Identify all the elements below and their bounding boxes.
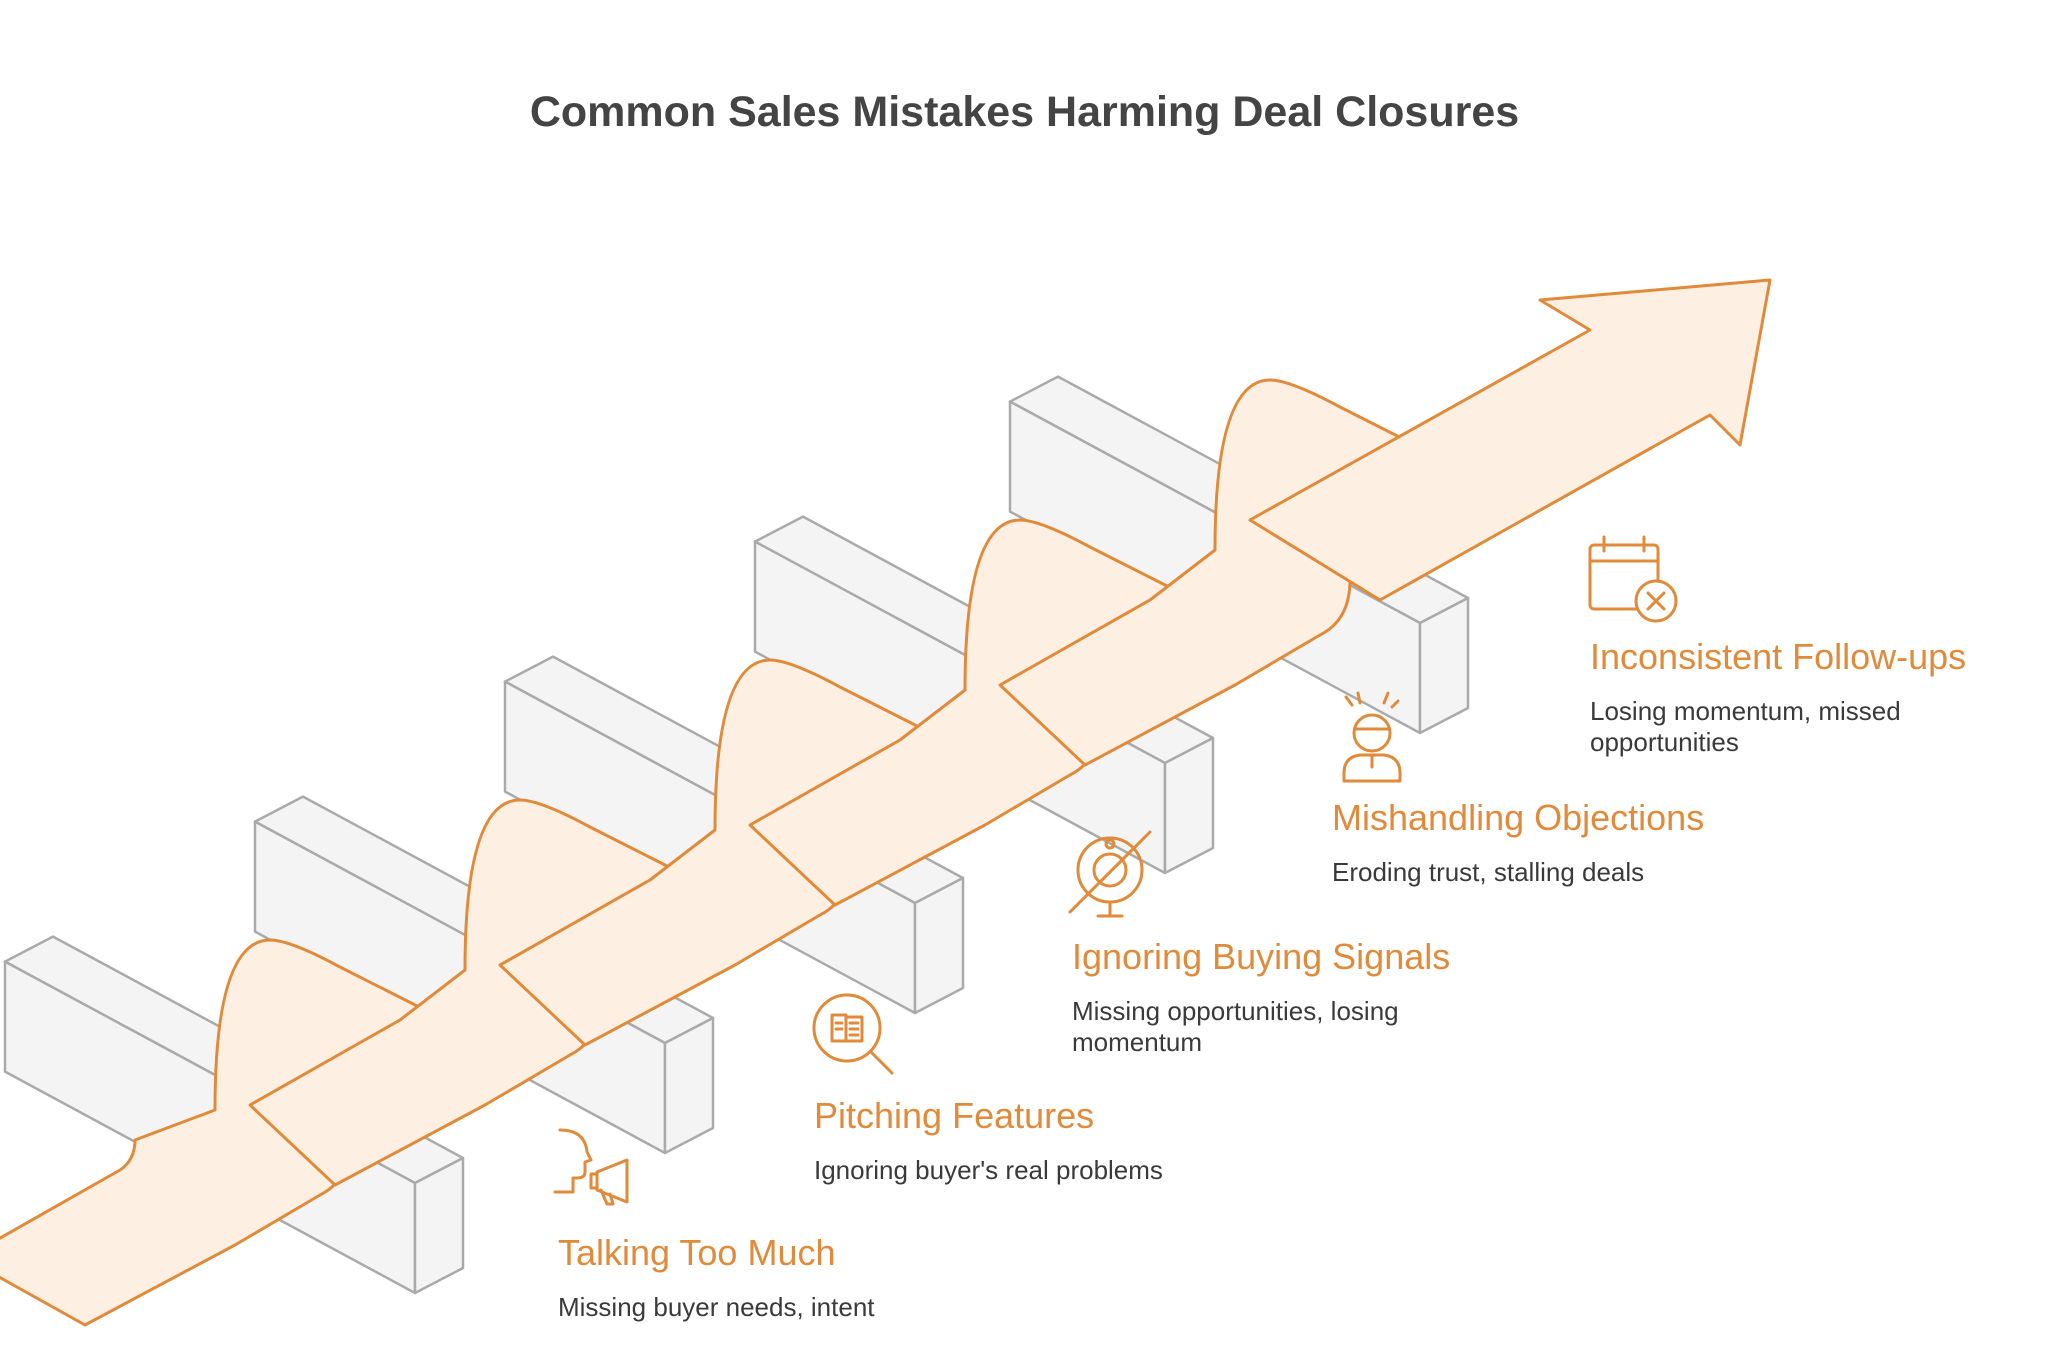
step-block-end: [1163, 736, 1215, 875]
speaking-megaphone-icon: [553, 1128, 629, 1206]
item-title: Mishandling Objections: [1332, 797, 1705, 838]
step-block-end: [413, 1156, 465, 1295]
page-title: Common Sales Mistakes Harming Deal Closu…: [529, 88, 1520, 136]
document-magnifier-icon: [812, 993, 894, 1075]
arrow-head: [1248, 278, 1772, 602]
step-block-end: [1418, 596, 1470, 735]
item-description: Eroding trust, stalling deals: [1332, 857, 1645, 887]
item-inconsistent-follow-ups: Inconsistent Follow-ups Losing momentum,…: [1590, 636, 1970, 758]
calendar-cancel-icon: [1588, 535, 1678, 623]
item-ignoring-buying-signals: Ignoring Buying Signals Missing opportun…: [1072, 936, 1450, 1058]
item-pitching-features: Pitching Features Ignoring buyer's real …: [814, 1095, 1234, 1186]
step-block-end: [663, 1016, 715, 1155]
item-title: Pitching Features: [814, 1095, 1095, 1136]
item-description: Missing opportunities, losing momentum: [1072, 996, 1399, 1058]
item-description: Missing buyer needs, intent: [558, 1292, 875, 1322]
item-mishandling-objections: Mishandling Objections Eroding trust, st…: [1332, 797, 1712, 888]
frustrated-person-icon: [1342, 691, 1402, 783]
item-talking-too-much: Talking Too Much Missing buyer needs, in…: [558, 1232, 958, 1323]
item-title: Inconsistent Follow-ups: [1590, 636, 1967, 677]
item-description: Ignoring buyer's real problems: [814, 1155, 1163, 1185]
item-title: Ignoring Buying Signals: [1072, 936, 1451, 977]
item-title: Talking Too Much: [558, 1232, 836, 1273]
item-description: Losing momentum, missed opportunities: [1590, 696, 1901, 758]
signal-off-icon: [1068, 830, 1152, 918]
step-block-end: [913, 876, 965, 1015]
